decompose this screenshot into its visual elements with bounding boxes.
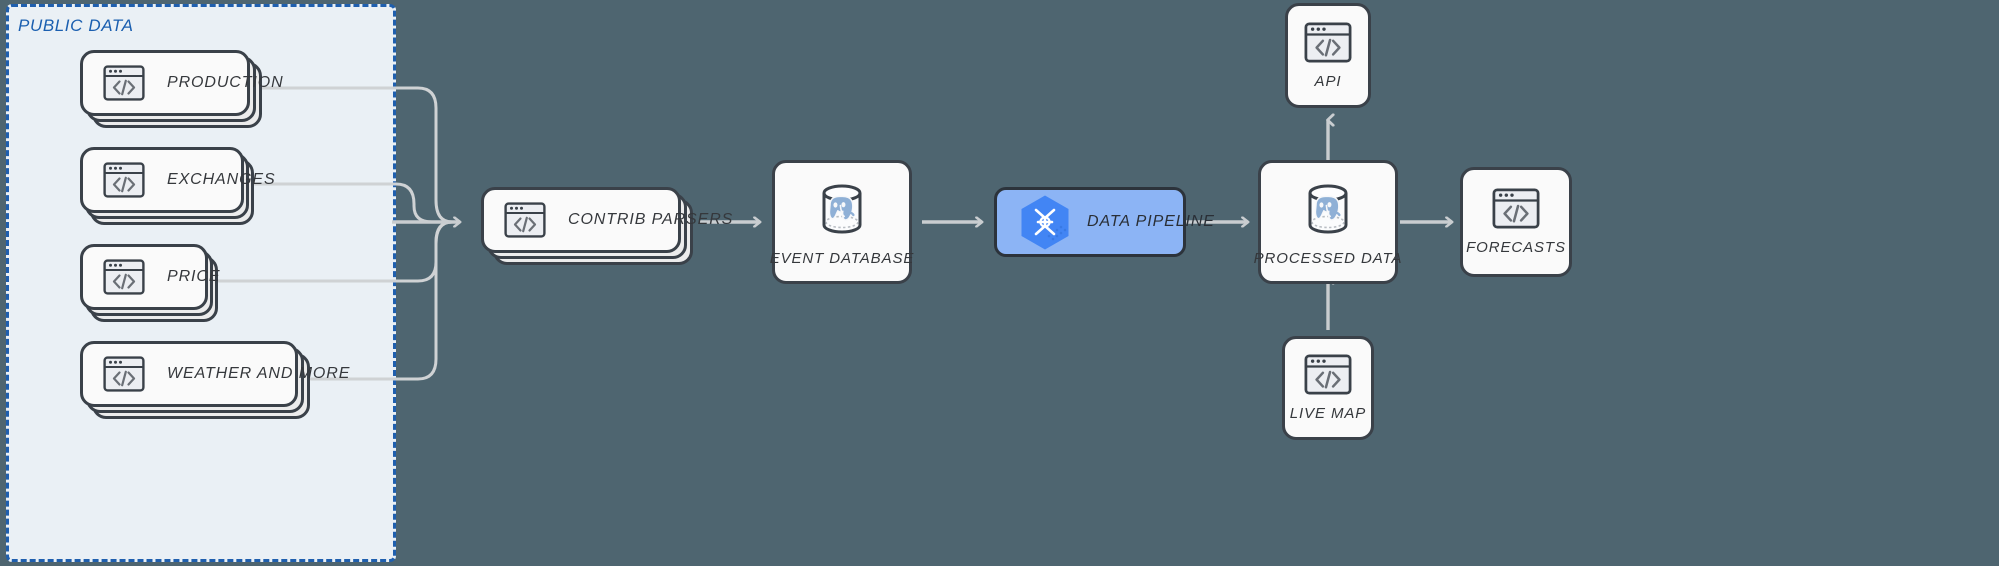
- node-forecasts[interactable]: FORECASTS: [1460, 167, 1572, 277]
- node-data-pipeline[interactable]: DATA PIPELINE: [994, 187, 1214, 257]
- source-card-production[interactable]: PRODUCTION: [80, 50, 283, 116]
- node-label-api: API: [1314, 72, 1342, 90]
- source-label-price: PRICE: [167, 268, 221, 285]
- dataflow-hexagon-icon: [1017, 193, 1073, 251]
- postgres-database-icon: [1297, 178, 1359, 240]
- source-card-weather-and-more[interactable]: WEATHER AND MORE: [80, 341, 349, 407]
- node-label-event-database: EVENT DATABASE: [769, 249, 915, 267]
- source-card-price[interactable]: PRICE: [80, 244, 219, 310]
- node-label-contrib-parsers: CONTRIB PARSERS: [568, 211, 734, 228]
- code-window-icon: [103, 356, 145, 392]
- code-window-icon: [103, 65, 145, 101]
- node-contrib-parsers[interactable]: CONTRIB PARSERS: [481, 187, 732, 253]
- source-label-weather-and-more: WEATHER AND MORE: [167, 365, 351, 382]
- node-api[interactable]: API: [1285, 3, 1371, 108]
- node-event-database[interactable]: EVENT DATABASE: [769, 160, 915, 284]
- node-label-live-map: LIVE MAP: [1289, 405, 1367, 422]
- node-label-forecasts: FORECASTS: [1466, 239, 1566, 256]
- node-processed-data[interactable]: PROCESSED DATA: [1254, 160, 1401, 284]
- code-window-icon: [1304, 354, 1352, 395]
- node-live-map[interactable]: LIVE MAP: [1282, 336, 1374, 440]
- code-window-icon: [103, 259, 145, 295]
- code-window-icon: [504, 202, 546, 238]
- source-label-exchanges: EXCHANGES: [167, 171, 276, 188]
- code-window-icon: [103, 162, 145, 198]
- source-card-exchanges[interactable]: EXCHANGES: [80, 147, 275, 213]
- node-label-processed-data: PROCESSED DATA: [1253, 249, 1403, 267]
- postgres-database-icon: [811, 178, 873, 240]
- node-label-data-pipeline: DATA PIPELINE: [1087, 213, 1215, 230]
- public-data-group-title: PUBLIC DATA: [18, 16, 134, 35]
- code-window-icon: [1304, 21, 1352, 63]
- source-label-production: PRODUCTION: [167, 74, 284, 91]
- code-window-icon: [1492, 188, 1540, 229]
